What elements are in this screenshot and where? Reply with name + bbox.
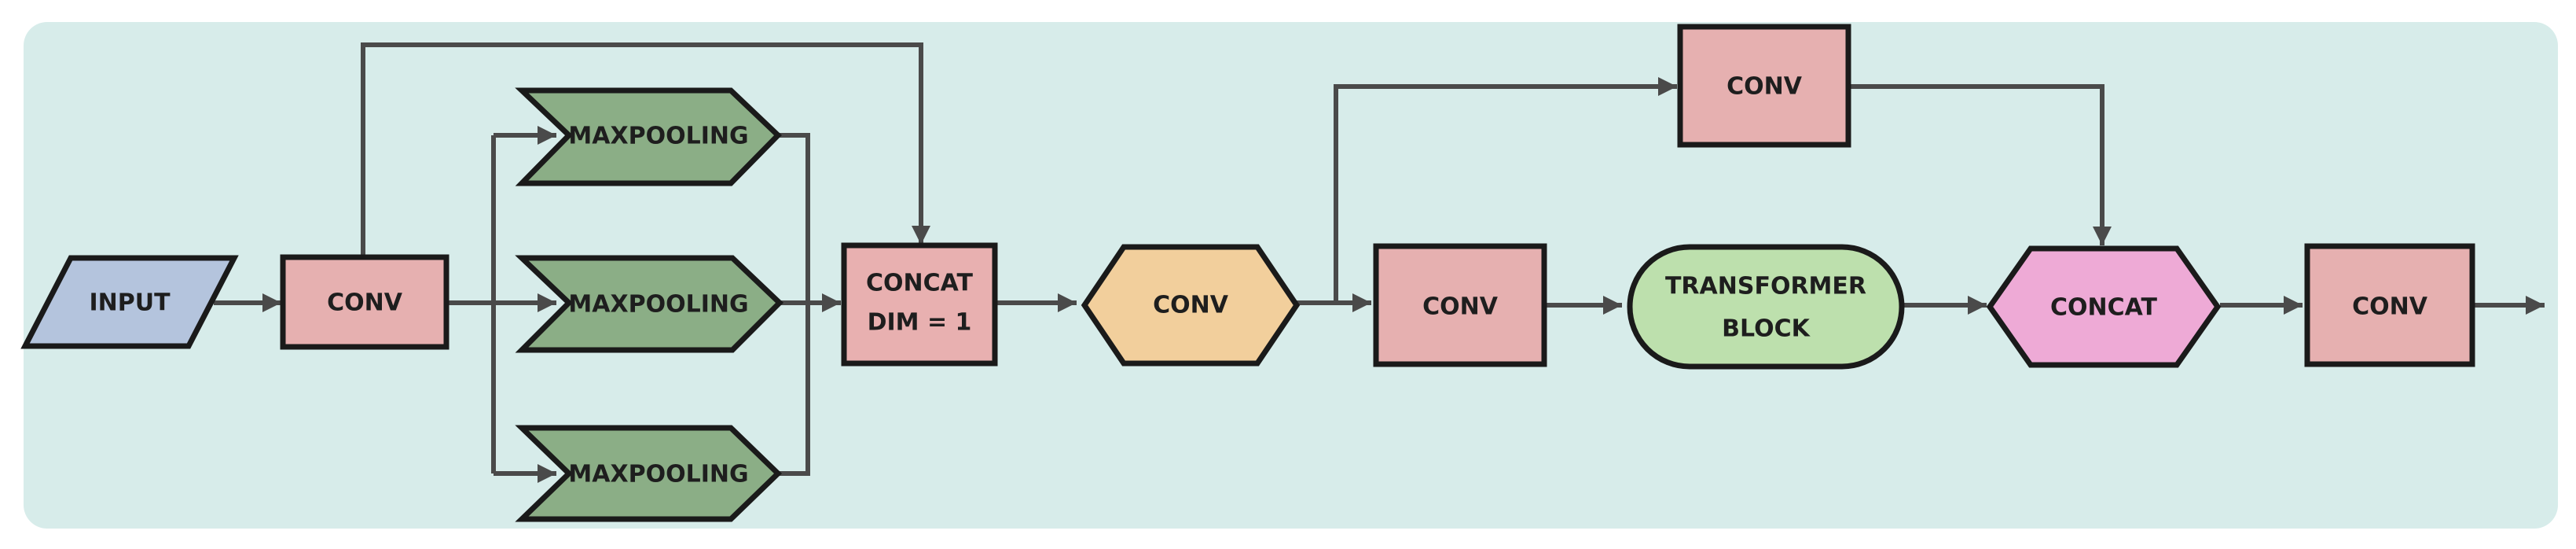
- conv-top-label: CONV: [1727, 73, 1803, 101]
- conv-final-node: CONV: [2304, 243, 2475, 367]
- edge-conv1-skip-concat1: [361, 42, 930, 257]
- transformer-label-line2: BLOCK: [1722, 315, 1811, 343]
- maxpool3-label: MAXPOOLING: [568, 461, 748, 488]
- maxpool3-node: MAXPOOLING: [515, 425, 783, 522]
- transformer-label-line1: TRANSFORMER: [1665, 273, 1866, 300]
- maxpool2-label: MAXPOOLING: [568, 291, 748, 319]
- conv-hex-label: CONV: [1153, 292, 1229, 319]
- conv1-node: CONV: [280, 254, 450, 350]
- concat1-label-line1: CONCAT: [866, 270, 974, 297]
- conv-mid-node: CONV: [1373, 243, 1547, 367]
- edge-convtop-concat2: [1850, 84, 2112, 245]
- concat2-node: CONCAT: [1986, 245, 2222, 368]
- concat1-label-line2: DIM = 1: [868, 309, 972, 337]
- transformer-block-node: TRANSFORMER BLOCK: [1627, 244, 1905, 370]
- maxpool2-node: MAXPOOLING: [515, 255, 784, 353]
- conv-final-label: CONV: [2352, 293, 2428, 321]
- conv-hex-node: CONV: [1081, 244, 1301, 367]
- edge-convhex-convtop: [1334, 77, 1677, 303]
- conv-mid-label: CONV: [1422, 293, 1499, 321]
- maxpool1-label: MAXPOOLING: [568, 123, 748, 150]
- conv-top-node: CONV: [1677, 24, 1851, 148]
- maxpool1-node: MAXPOOLING: [515, 87, 782, 186]
- concat1-node: CONCAT DIM = 1: [841, 242, 998, 367]
- concat2-label: CONCAT: [2050, 294, 2158, 322]
- conv1-label: CONV: [327, 289, 403, 317]
- input-label: INPUT: [89, 289, 171, 317]
- input-node: INPUT: [20, 255, 239, 349]
- edges: [214, 42, 2545, 483]
